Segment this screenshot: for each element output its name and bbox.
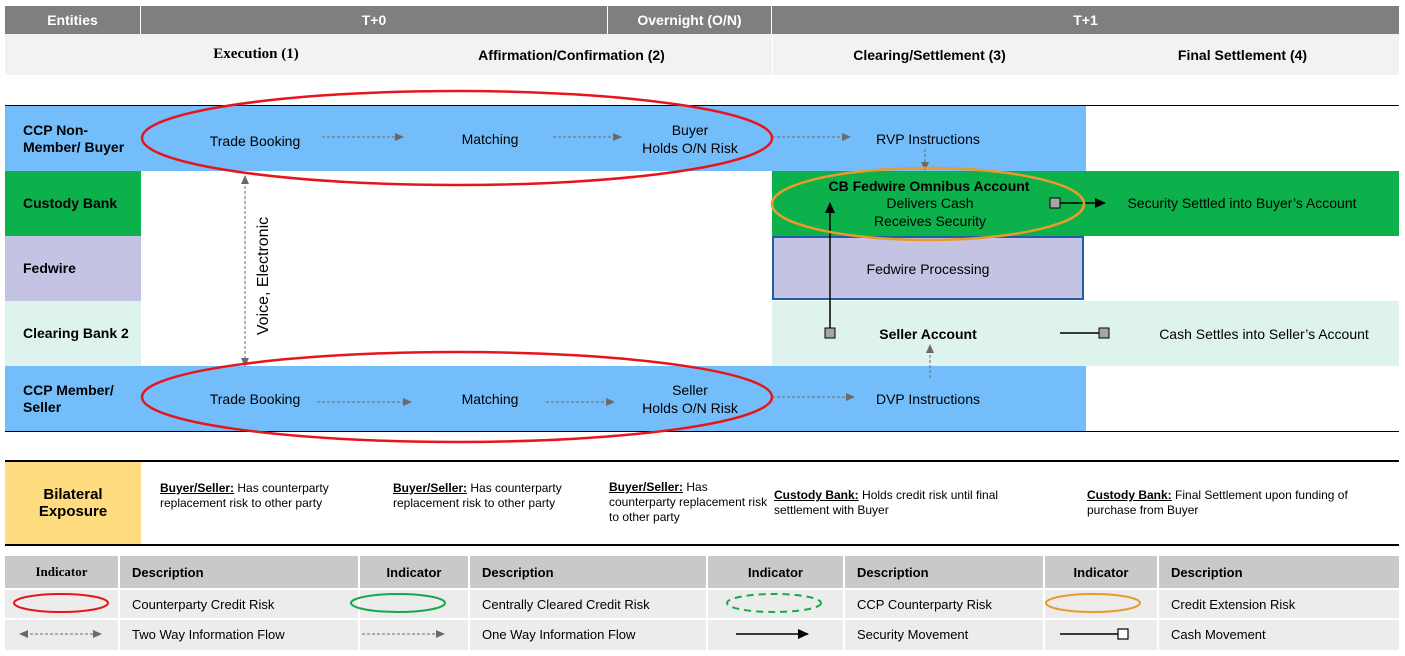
header-t0: T+0 xyxy=(141,6,608,34)
legend-credit-extension-risk: Credit Extension Risk xyxy=(1171,596,1296,612)
bilateral-col-5: Custody Bank: Final Settlement upon fund… xyxy=(1087,488,1397,518)
row-buyer-band xyxy=(5,106,1086,171)
row-fedwire-label-bg xyxy=(5,236,141,301)
counterparty-risk-oval-buyer xyxy=(140,89,774,187)
seller-matching: Matching xyxy=(461,390,519,407)
header-entities: Entities xyxy=(5,6,141,34)
dvp-instructions: DVP Instructions xyxy=(875,390,980,407)
cb-omnibus-title: CB Fedwire Omnibus Account xyxy=(828,177,1030,194)
buyer-trade-booking: Trade Booking xyxy=(209,132,301,149)
legend-row-divider-1 xyxy=(5,588,1399,590)
bilateral-c4-label: Custody Bank: xyxy=(774,488,859,502)
legend-col-divider-e xyxy=(843,588,845,650)
fedwire-processing-box xyxy=(772,236,1084,300)
row-clearing-label-bg xyxy=(5,301,141,366)
cb-receives-security: Receives Security xyxy=(873,212,987,229)
bilateral-c5-text: Final Settlement upon funding of purchas… xyxy=(1087,488,1348,517)
bilateral-col-1: Buyer/Seller: Has counterparty replaceme… xyxy=(160,481,370,511)
divider-bilateral-bottom xyxy=(5,544,1399,546)
legend-h-description-1: Description xyxy=(118,556,358,588)
bilateral-exposure-title: Bilateral Exposure xyxy=(5,462,141,544)
legend-col-divider-d xyxy=(706,588,708,650)
cash-square-cb xyxy=(1049,197,1061,209)
buyer-matching: Matching xyxy=(461,130,519,147)
legend-cash-square-icon xyxy=(1117,628,1129,640)
legend-h-indicator-1: Indicator xyxy=(35,564,88,579)
entity-custody: Custody Bank xyxy=(23,195,118,211)
fedwire-processing-label: Fedwire Processing xyxy=(866,260,990,277)
rvp-instructions: RVP Instructions xyxy=(876,130,980,147)
header-t1: T+1 xyxy=(772,6,1399,34)
buyer-holds-risk-1: Buyer xyxy=(671,121,709,138)
legend-col-divider-f xyxy=(1043,588,1045,650)
legend-green-oval-icon xyxy=(350,593,446,613)
legend-col-divider-a xyxy=(118,588,120,650)
legend-two-way-flow: Two Way Information Flow xyxy=(132,626,285,642)
legend-col-divider-g xyxy=(1157,588,1159,650)
cb-delivers-cash: Delivers Cash xyxy=(886,194,974,211)
bilateral-col-2: Buyer/Seller: Has counterparty replaceme… xyxy=(393,481,603,511)
legend-col-divider-b xyxy=(358,588,360,650)
divider-top xyxy=(5,105,1399,106)
legend-h-indicator-4: Indicator xyxy=(1043,556,1157,588)
bilateral-c1-label: Buyer/Seller: xyxy=(160,481,235,495)
phase-execution: Execution (1) xyxy=(141,34,371,75)
legend-one-way-flow: One Way Information Flow xyxy=(482,626,636,642)
row-custody-label-bg xyxy=(5,171,141,236)
bilateral-c4-text: Holds credit risk until final settlement… xyxy=(774,488,999,517)
bilateral-col-4: Custody Bank: Holds credit risk until fi… xyxy=(774,488,1054,518)
entity-seller: CCP Member/ Seller xyxy=(23,381,114,415)
divider-rows-bottom xyxy=(5,431,1399,432)
cash-settles-text: Cash Settles into Seller’s Account xyxy=(1159,325,1369,342)
phase-affirmation: Affirmation/Confirmation (2) xyxy=(371,34,772,75)
bilateral-col-3: Buyer/Seller: Has counterparty replaceme… xyxy=(609,480,769,525)
counterparty-risk-oval-seller xyxy=(140,350,774,444)
bilateral-c5-label: Custody Bank: xyxy=(1087,488,1172,502)
legend-counterparty-credit-risk: Counterparty Credit Risk xyxy=(132,596,275,612)
bilateral-c3-label: Buyer/Seller: xyxy=(609,480,684,494)
bilateral-c1-text: Has counterparty replacement risk to oth… xyxy=(160,481,329,510)
legend-header-bg xyxy=(5,556,1399,588)
phase-final: Final Settlement (4) xyxy=(1086,34,1399,75)
entity-fedwire: Fedwire xyxy=(23,260,76,276)
legend-red-oval-icon xyxy=(13,593,109,613)
legend-h-description-3: Description xyxy=(843,556,1043,588)
bilateral-c2-label: Buyer/Seller: xyxy=(393,481,468,495)
legend-h-description-2: Description xyxy=(468,556,706,588)
cash-square-seller xyxy=(1098,327,1110,339)
legend-col-divider-c xyxy=(468,588,470,650)
bilateral-c2-text: Has counterparty replacement risk to oth… xyxy=(393,481,562,510)
legend-cash-movement: Cash Movement xyxy=(1171,626,1266,642)
legend-row-divider-2 xyxy=(5,618,1399,620)
phase-clearing: Clearing/Settlement (3) xyxy=(772,34,1086,75)
divider-bilateral-top xyxy=(5,460,1399,462)
legend-h-indicator-3: Indicator xyxy=(706,556,843,588)
legend-orange-oval-icon xyxy=(1045,593,1141,613)
credit-extension-risk-oval xyxy=(770,166,1086,242)
seller-trade-booking: Trade Booking xyxy=(209,390,301,407)
legend-h-indicator-2: Indicator xyxy=(358,556,468,588)
legend-green-dashed-oval-icon xyxy=(726,593,822,613)
seller-holds-risk-2: Holds O/N Risk xyxy=(642,399,738,416)
entity-clearing-bank: Clearing Bank 2 xyxy=(23,325,129,341)
legend-h-description-4: Description xyxy=(1157,556,1399,588)
legend-ccp-counterparty-risk: CCP Counterparty Risk xyxy=(857,596,992,612)
seller-account: Seller Account xyxy=(879,325,977,342)
legend-security-movement: Security Movement xyxy=(857,626,969,642)
security-settled-text: Security Settled into Buyer’s Account xyxy=(1127,194,1357,211)
bilateral-c3-text: Has counterparty replacement risk to oth… xyxy=(609,480,768,524)
buyer-holds-risk-2: Holds O/N Risk xyxy=(642,139,738,156)
legend-centrally-cleared-risk: Centrally Cleared Credit Risk xyxy=(482,596,650,612)
header-overnight: Overnight (O/N) xyxy=(608,6,772,34)
entity-buyer: CCP Non-Member/ Buyer xyxy=(23,121,125,155)
seller-holds-risk-1: Seller xyxy=(672,381,708,398)
cash-square-seller-side xyxy=(824,327,836,339)
